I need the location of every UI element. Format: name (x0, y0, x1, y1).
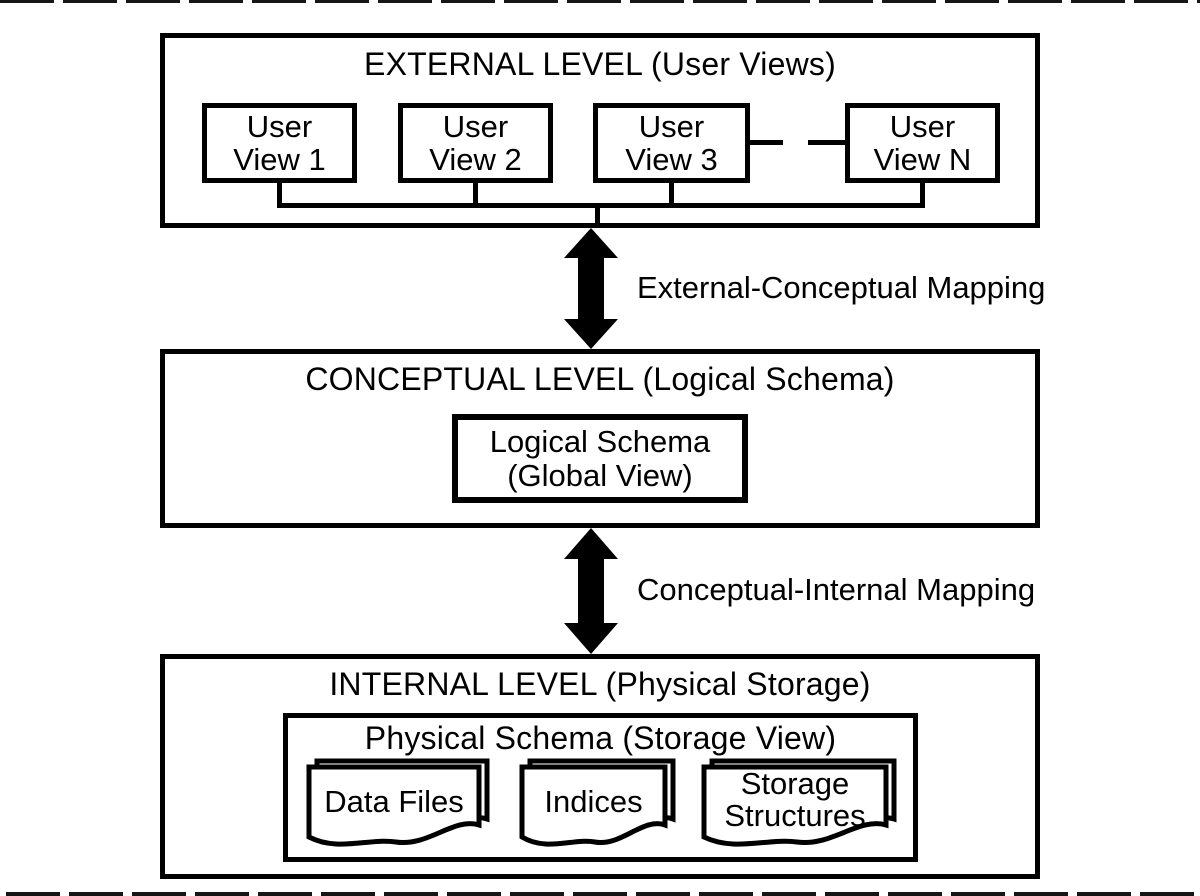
data-files-document-icon: Data Files (306, 757, 490, 853)
conceptual-level-title: CONCEPTUAL LEVEL (Logical Schema) (305, 361, 895, 397)
user-view-n-connector-stub (920, 183, 925, 208)
user-view-1-connector-stub (277, 183, 282, 208)
user-view-3-box: User View 3 (593, 103, 750, 183)
storage-structures-label-line1: Storage (740, 766, 850, 801)
continuation-dash-left (750, 140, 783, 145)
user-view-3-label-line2: View 3 (625, 142, 718, 177)
logical-schema-box: Logical Schema (Global View) (452, 414, 748, 503)
storage-structures-label-line2: Structures (724, 798, 866, 833)
user-view-2-label-line2: View 2 (429, 142, 522, 177)
user-views-connector-bus (277, 203, 925, 208)
logical-schema-label-line2: (Global View) (507, 457, 693, 493)
conceptual-internal-mapping-label: Conceptual-Internal Mapping (637, 572, 1036, 607)
storage-structures-label: Storage Structures (701, 768, 889, 832)
logical-schema-label-line1: Logical Schema (489, 423, 711, 459)
user-view-n-box: User View N (845, 103, 1000, 183)
external-conceptual-mapping-label: External-Conceptual Mapping (637, 270, 1046, 305)
bus-drop-line (595, 206, 600, 228)
user-view-1-label-line1: User (246, 109, 313, 144)
storage-structures-document-icon: Storage Structures (701, 757, 897, 853)
user-view-1-label-line2: View 1 (233, 142, 326, 177)
bottom-edge-artifact-line (6, 892, 1194, 896)
user-view-1-box: User View 1 (202, 103, 357, 183)
user-view-2-connector-stub (473, 183, 478, 208)
user-view-n-label-line1: User (889, 109, 956, 144)
user-view-n-label-line2: View N (873, 142, 972, 177)
indices-label: Indices (544, 784, 643, 819)
conceptual-internal-arrow-icon (564, 528, 618, 654)
external-conceptual-arrow-icon (564, 228, 618, 349)
user-view-3-label-line1: User (638, 109, 705, 144)
external-level-title: EXTERNAL LEVEL (User Views) (364, 46, 836, 82)
user-view-2-label-line1: User (442, 109, 509, 144)
top-edge-artifact-line (0, 0, 1200, 3)
user-view-3-connector-stub (669, 183, 674, 208)
indices-document-icon: Indices (519, 757, 676, 853)
user-view-2-box: User View 2 (398, 103, 553, 183)
data-files-label: Data Files (324, 784, 464, 819)
continuation-dash-right (808, 140, 845, 145)
physical-schema-title: Physical Schema (Storage View) (364, 720, 837, 756)
internal-level-title: INTERNAL LEVEL (Physical Storage) (329, 666, 871, 702)
